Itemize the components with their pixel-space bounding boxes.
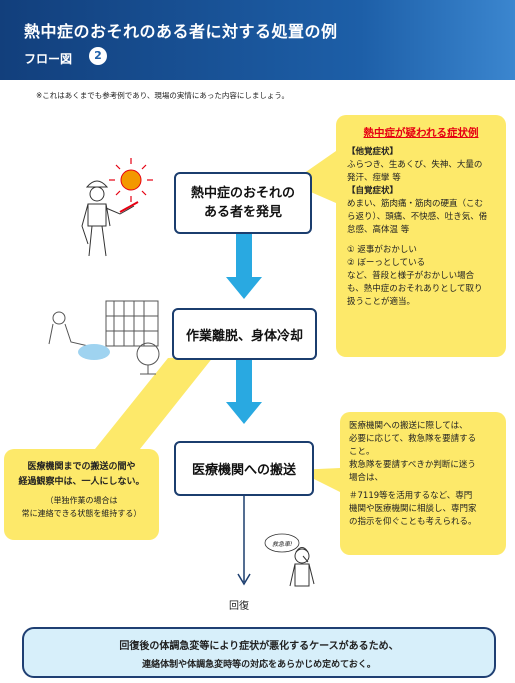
other-symptoms-heading: 【他覚症状】 <box>347 147 399 157</box>
arrow-down-1 <box>226 233 262 299</box>
transport-callout: 医療機関への搬送に際しては、 必要に応じて、救急隊を要請する こと。 救急隊を要… <box>340 412 506 555</box>
other-symptoms-line1: ふらつき、生あくび、失神、大量の <box>347 160 483 170</box>
transport-line8: の指示を仰ぐことも考えられる。 <box>349 517 477 527</box>
step-badge: 2 <box>89 47 107 65</box>
symptom-item1: ① 返事がおかしい <box>347 245 417 255</box>
reference-note: ※これはあくまでも参考例であり、現場の実情にあった内容にしましょう。 <box>36 91 289 100</box>
bottom-line2: 連絡体制や体調急変時等の対応をあらかじめ定めておく。 <box>142 660 376 670</box>
monitoring-line1: 医療機関までの搬送の間や <box>27 462 136 472</box>
page-title: 熱中症のおそれのある者に対する処置の例 <box>24 22 338 41</box>
transport-line6: ＃7119等を活用するなど、専門 <box>349 491 473 501</box>
step2-label: 作業離脱、身体冷却 <box>185 328 303 344</box>
monitoring-paren2: 常に連絡できる状態を維持する） <box>21 509 142 518</box>
transport-line1: 医療機関への搬送に際しては、 <box>349 421 468 431</box>
symptom-tail1: など、普段と様子がおかしい場合 <box>347 271 475 281</box>
other-symptoms-line2: 発汗、痙攣 等 <box>347 173 401 183</box>
symptom-tail3: 扱うことが適当。 <box>347 297 416 307</box>
flow-step-discover: 熱中症のおそれの ある者を発見 <box>174 172 312 234</box>
transport-line4: 救急隊を要請すべきか判断に迷う <box>349 460 476 470</box>
symptom-callout: 熱中症が疑われる症状例 【他覚症状】 ふらつき、生あくび、失神、大量の 発汗、痙… <box>336 115 506 357</box>
transport-line5: 場合は、 <box>349 473 384 483</box>
worker-heat-illustration <box>81 158 153 257</box>
monitoring-line2: 経過観察中は、一人にしない。 <box>18 477 145 487</box>
step3-label: 医療機関への搬送 <box>191 463 296 478</box>
self-symptoms-line1: めまい、筋肉痛・筋肉の硬直（こむ <box>347 199 484 209</box>
recovery-label: 回復 <box>229 601 249 612</box>
self-symptoms-line2: ら返り）、頭痛、不快感、吐き気、倦 <box>347 212 488 222</box>
flow-step-cooling: 作業離脱、身体冷却 <box>172 308 317 360</box>
monitoring-callout: 医療機関までの搬送の間や 経過観察中は、一人にしない。 （単独作業の場合は 常に… <box>4 449 159 540</box>
bottom-banner: 回復後の体調急変等により症状が悪化するケースがあるため、 連絡体制や体調急変時等… <box>22 627 496 678</box>
symptom-tail2: も、熱中症のおそれありとして取り <box>347 284 483 294</box>
speech-bubble-text: 救急車! <box>272 541 293 548</box>
symptom-title: 熱中症が疑われる症状例 <box>363 127 479 139</box>
arrow-down-2 <box>226 358 262 424</box>
worker-phone-illustration <box>264 533 315 587</box>
step1-line2: ある者を発見 <box>203 205 282 220</box>
transport-line2: 必要に応じて、救急隊を要請する <box>349 434 477 444</box>
transport-line7: 機関や医療機関に相談し、専門家 <box>349 504 477 514</box>
header-banner: 熱中症のおそれのある者に対する処置の例 フロー図 2 <box>0 0 515 80</box>
transport-line3: こと。 <box>349 447 375 457</box>
page-subtitle: フロー図 <box>24 52 73 66</box>
flow-step-transport: 医療機関への搬送 <box>174 441 314 496</box>
bottom-line1: 回復後の体調急変等により症状が悪化するケースがあるため、 <box>119 641 399 652</box>
worker-rest-illustration <box>48 300 160 375</box>
step1-line1: 熱中症のおそれの <box>190 186 295 201</box>
self-symptoms-line3: 怠感、高体温 等 <box>347 225 410 235</box>
self-symptoms-heading: 【自覚症状】 <box>347 186 399 196</box>
symptom-item2: ② ぼーっとしている <box>347 258 426 268</box>
arrow-to-recovery <box>237 494 251 586</box>
monitoring-paren1: （単独作業の場合は <box>45 496 118 505</box>
